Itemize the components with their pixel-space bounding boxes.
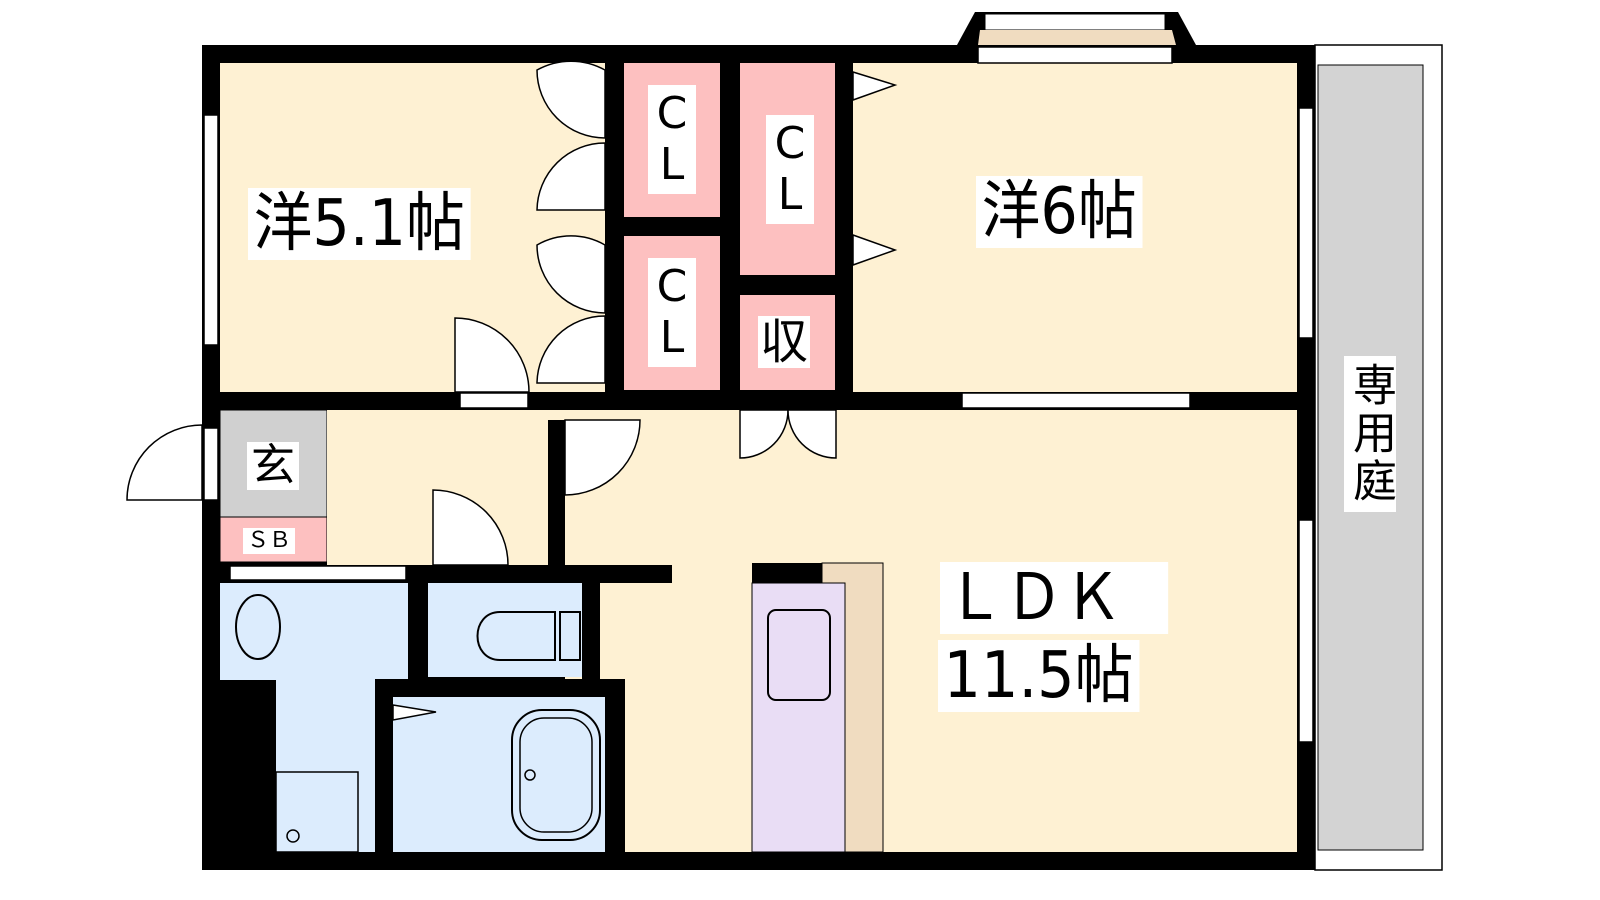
- washbasin-icon: [235, 594, 281, 660]
- storage-label: 収: [758, 314, 811, 370]
- ldk-left-wall: [548, 420, 565, 565]
- bath-top-wall: [375, 679, 625, 697]
- ldk: [565, 410, 1297, 852]
- closet-l: L: [659, 311, 685, 363]
- closet-l: L: [659, 138, 685, 190]
- bathroom: [393, 697, 605, 852]
- ldk-label-line1: ＬＤＫ: [940, 562, 1169, 634]
- sink-icon: [767, 609, 831, 701]
- toilet-icon: [476, 611, 581, 661]
- toilet-right-wall: [582, 583, 600, 697]
- kitchen-wall-stub: [548, 565, 672, 583]
- entrance-label: 玄: [247, 442, 299, 490]
- closet-l: L: [777, 168, 803, 220]
- bath-left-wall: [375, 697, 393, 852]
- ldk-label-line2: 11.5帖: [938, 640, 1140, 712]
- washer-pan-icon: [275, 771, 359, 853]
- garden-label: 専用庭: [1344, 356, 1396, 512]
- closet-c: C: [774, 118, 806, 169]
- closet-c: C: [656, 88, 688, 139]
- shoe-box-label: ＳＢ: [243, 528, 296, 554]
- washroom-wall-block: [220, 680, 276, 852]
- kitchen-top-wall: [752, 563, 822, 583]
- closet-c: C: [656, 261, 688, 312]
- western-room-1-label: 洋5.1帖: [248, 188, 471, 260]
- doors: [126, 60, 898, 721]
- toilet-room: [428, 583, 582, 677]
- bathtub-icon: [511, 709, 601, 841]
- bath-right-wall: [605, 679, 625, 852]
- windows: [203, 46, 1314, 743]
- western-room-2-label: 洋6帖: [976, 176, 1143, 248]
- private-garden: [1314, 44, 1443, 871]
